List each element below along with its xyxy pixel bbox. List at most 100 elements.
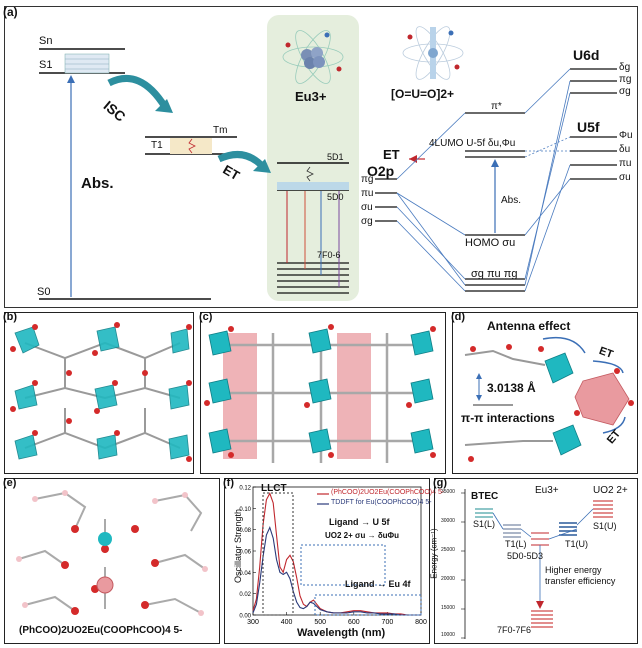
- ann-box-1: [300, 544, 386, 586]
- europium-atom: [96, 576, 114, 594]
- molecular-model: [16, 490, 208, 616]
- s1u-label: S1(U): [593, 521, 617, 531]
- g-ytick-0: 35000: [441, 489, 455, 495]
- panel-e-label: (e): [3, 477, 17, 489]
- u5f-label: U5f: [577, 119, 600, 135]
- panel-g-label: (g): [433, 477, 448, 489]
- series-line-1: [252, 525, 421, 616]
- g-ytick-3: 20000: [441, 576, 455, 582]
- abs-left-label: Abs.: [81, 175, 114, 192]
- x-tick-label: 400: [281, 619, 293, 626]
- panel-c-label: (c): [199, 311, 213, 323]
- x-tick-label: 800: [415, 619, 427, 626]
- g-ytick-4: 15000: [441, 605, 455, 611]
- llct-label: LLCT: [261, 483, 287, 494]
- panel-a: (a) Sn S1 S0 Abs. ISC Tm T1 ET Eu3+ 5D1 …: [3, 5, 638, 308]
- antenna-effect-label: Antenna effect: [487, 319, 571, 333]
- o2p-level-2: σu: [361, 202, 373, 213]
- panel-d-label: (d): [451, 311, 466, 323]
- bottom-levels-label: σg πu πg: [471, 268, 518, 280]
- eu-atom-icon: [282, 30, 344, 84]
- legend: [317, 493, 329, 505]
- tm-label: Tm: [213, 125, 228, 136]
- mof-packing-structure: [204, 324, 436, 463]
- series-line-0: [252, 492, 421, 616]
- legend-entry-0: (PhCOO)2UO2Eu(COOPhCOO)4 5-: [331, 489, 445, 496]
- series-lines: [252, 492, 421, 616]
- y-tick-label: 0.04: [239, 571, 251, 577]
- u5f-level-3: σu: [619, 172, 631, 183]
- panel-b: (b): [3, 311, 194, 474]
- antenna-effect-structure: [464, 336, 634, 462]
- uranyl-atom-icon: [402, 26, 464, 80]
- o2p-label: O2p: [367, 163, 395, 179]
- panel-d: (d) Antenna effect ET ET 3.0138 Å π-π in…: [451, 311, 638, 474]
- g-y-axis-label: Energy (cm⁻¹): [429, 528, 439, 579]
- panel-e: (e) (PhCOO)2UO2Eu(COOPhCOO)4 5-: [3, 477, 220, 644]
- eu-label: Eu3+: [535, 485, 559, 496]
- x-axis-label: Wavelength (nm): [297, 627, 386, 639]
- o2p-level-1: πu: [361, 188, 374, 199]
- molecule-caption: (PhCOO)2UO2Eu(COOPhCOO)4 5-: [19, 625, 183, 636]
- distance-label: 3.0138 Å: [487, 381, 536, 395]
- x-tick-label: 300: [247, 619, 259, 626]
- d0-label: 5D0: [327, 192, 344, 202]
- g-ytick-1: 30000: [441, 518, 455, 524]
- y-tick-label: 0.10: [239, 507, 251, 513]
- uo2-label: UO2 2+: [593, 485, 628, 496]
- x-tick-label: 600: [348, 619, 360, 626]
- energy-transfer-diagram: [461, 489, 613, 639]
- u6d-level-1: πg: [619, 74, 632, 85]
- u6d-level-0: δg: [619, 62, 631, 73]
- legend-entry-1: TDDFT for Eu(COOPhCOO)4 5-: [331, 499, 432, 506]
- f0f6-label: 7F0-7F6: [497, 625, 532, 635]
- ann-uranyl: UO2 2+ σu → δuΦu: [325, 531, 400, 540]
- x-tick-label: 700: [382, 619, 394, 626]
- panel-b-label: (b): [3, 311, 18, 323]
- btec-label: BTEC: [471, 491, 499, 502]
- u6d-label: U6d: [573, 47, 600, 63]
- uranyl-title: [O=U=O]2+: [391, 87, 455, 101]
- eu-title: Eu3+: [295, 89, 327, 104]
- u5f-level-0: Φu: [619, 130, 633, 141]
- sn-label: Sn: [39, 35, 53, 47]
- u5f-level-1: δu: [619, 144, 631, 155]
- y-tick-label: 0.00: [239, 614, 251, 620]
- et-right-label: ET: [383, 147, 400, 162]
- abs-right-label: Abs.: [501, 195, 522, 206]
- f06-label: 7F0-6: [317, 250, 341, 260]
- t1u-label: T1(U): [565, 539, 588, 549]
- energy-level-diagram: [39, 15, 617, 301]
- ann-ligand-eu4f: Ligand → Eu 4f: [345, 579, 411, 589]
- u6d-level-2: σg: [619, 86, 631, 97]
- s0-label: S0: [37, 286, 51, 298]
- homo-label: HOMO σu: [465, 237, 516, 249]
- eu-background: [267, 15, 359, 301]
- o2p-level-0: πg: [361, 174, 374, 185]
- u5f-level-2: πu: [619, 158, 632, 169]
- panel-c: (c): [199, 311, 446, 474]
- ann-box-2: [314, 594, 422, 616]
- pi-star-label: π*: [491, 101, 502, 112]
- t1-label: T1: [151, 140, 163, 151]
- uranium-atom: [98, 532, 112, 546]
- panel-a-label: (a): [3, 5, 18, 19]
- g-ytick-5: 10000: [441, 632, 455, 638]
- mof-layer-structure: [10, 322, 192, 462]
- d1-label: 5D1: [327, 152, 344, 162]
- y-tick-label: 0.06: [239, 550, 251, 556]
- y-axis-label: Oscillator Strength: [233, 508, 244, 584]
- g-ytick-2: 25000: [441, 547, 455, 553]
- y-tick-label: 0.12: [239, 486, 251, 492]
- s1-label: S1: [39, 59, 53, 71]
- panel-f-label: (f): [223, 477, 234, 489]
- lumo-label: 4LUMO U-5f δu,Φu: [429, 138, 516, 149]
- y-tick-label: 0.02: [239, 592, 251, 598]
- y-tick-label: 0.08: [239, 528, 251, 534]
- d0d3-label: 5D0-5D3: [507, 551, 544, 561]
- o2p-level-3: σg: [361, 216, 373, 227]
- t1l-label: T1(L): [505, 539, 527, 549]
